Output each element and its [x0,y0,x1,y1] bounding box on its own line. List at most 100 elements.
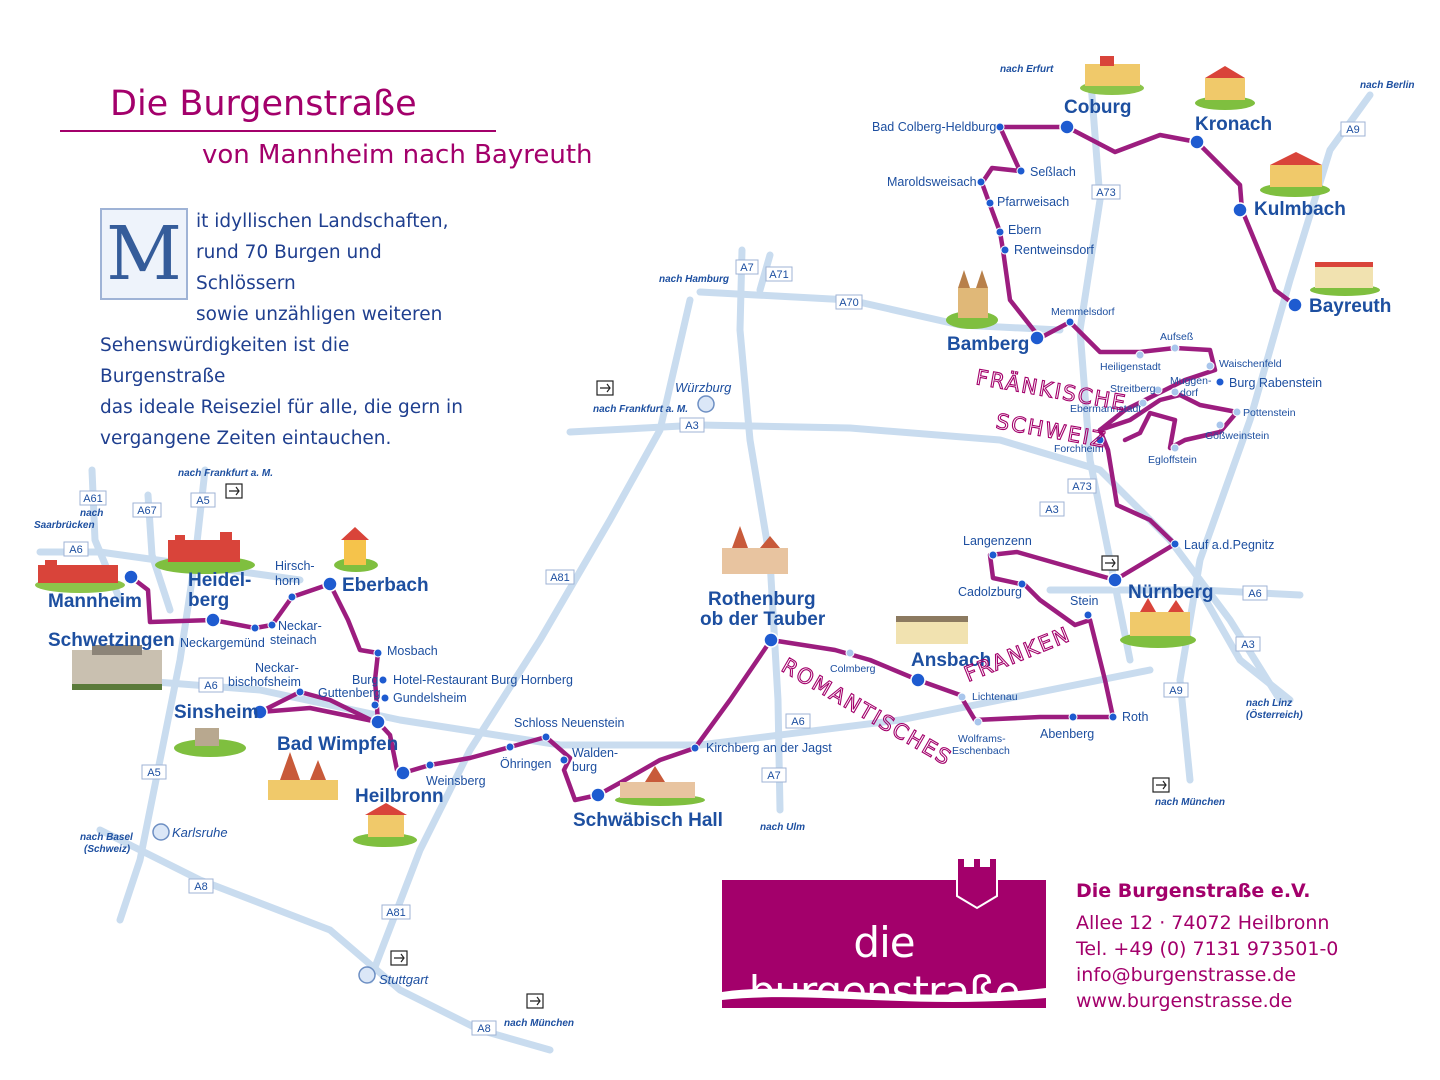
stop-sinsheim[interactable] [252,704,268,720]
stop-heidelberg[interactable] [205,612,221,628]
stop-sesslach[interactable] [1016,166,1026,176]
stop-egloffstein[interactable] [1170,443,1180,453]
major-stops [123,119,1303,803]
place-labels: Neckargemünd Hirsch- horn Neckar- steina… [180,120,1322,788]
stop-stein[interactable] [1083,610,1093,620]
stop-mannheim[interactable] [123,569,139,585]
contact-website[interactable]: www.burgenstrasse.de [1076,990,1293,1012]
stop-burg-rabenstein[interactable] [1215,377,1225,387]
stop-bad-wimpfen[interactable] [370,714,386,730]
stop-abenberg[interactable] [1068,712,1078,722]
road-a9 [1176,91,1374,784]
stop-roth[interactable] [1108,712,1118,722]
shield-a6-sinsheim: A6 [198,677,224,693]
stop-nuernberg[interactable] [1107,572,1123,588]
stop-hirschhorn[interactable] [287,592,297,602]
stop-streitberg[interactable] [1153,385,1163,395]
stop-maroldsweisach[interactable] [976,177,986,187]
stop-kirchberg[interactable] [690,743,700,753]
stop-aufsess[interactable] [1170,343,1180,353]
castle-mannheim-icon [35,560,125,593]
shield-a8-west: A8 [188,878,214,894]
stop-neuenstein[interactable] [541,732,551,742]
label-kronach: Kronach [1195,114,1272,135]
stop-muggendorf[interactable] [1170,387,1180,397]
stop-neckargemuend[interactable] [250,623,260,633]
stop-eberbach[interactable] [322,576,338,592]
highway-shields: A61 A67 A6 A5 A6 A5 A8 A81 A81 A8 A7 A71… [63,121,1366,1036]
route-segment-fraenkische [1097,392,1240,451]
svg-text:A8: A8 [477,1023,490,1035]
stop-kronach[interactable] [1189,134,1205,150]
stop-waldenburg[interactable] [559,755,569,765]
label-pottenstein: Pottenstein [1243,407,1296,419]
svg-text:A7: A7 [740,262,753,274]
dir-saarbruecken-2: Saarbrücken [34,520,95,531]
stop-lichtenau[interactable] [957,692,967,702]
shield-a3-mid: A3 [1039,501,1065,517]
contact-phone[interactable]: Tel. +49 (0) 7131 973501-0 [1076,938,1339,960]
label-hornberg: Hotel-Restaurant Burg Hornberg [393,673,573,687]
stop-guttenberg[interactable] [370,700,380,710]
label-waldenburg-1: Walden- [572,746,618,760]
label-sinsheim: Sinsheim [174,702,258,723]
stop-memmelsdorf[interactable] [1065,317,1075,327]
label-rothenburg-2: ob der Tauber [700,609,826,630]
burgenstrasse-logo[interactable]: die burgenstraße [722,880,1046,1016]
stop-gundelsheim[interactable] [380,693,390,703]
stop-schwaebisch-hall[interactable] [590,787,606,803]
shield-a73-north: A73 [1091,184,1121,200]
city-karlsruhe-marker[interactable] [152,823,170,841]
dir-basel-2: (Schweiz) [84,844,131,855]
stop-bamberg[interactable] [1029,330,1045,346]
svg-text:A5: A5 [196,495,209,507]
label-ebermannstadt: Ebermannstadt [1070,403,1141,415]
stop-rothenburg[interactable] [763,632,779,648]
shield-a81-north: A81 [545,569,575,585]
stop-burg-hornberg[interactable] [378,675,388,685]
stop-goessweinstein[interactable] [1215,420,1225,430]
city-stuttgart-marker[interactable] [358,966,376,984]
stop-ebern[interactable] [995,227,1005,237]
shield-a61: A61 [79,490,107,506]
stop-oehringen[interactable] [505,742,515,752]
stop-wolframs-eschenbach[interactable] [973,717,983,727]
stop-bayreuth[interactable] [1287,297,1303,313]
airport-icon [1101,555,1119,571]
dir-ulm: nach Ulm [760,822,805,833]
castle-heilbronn-icon [353,803,417,847]
shield-a9-south: A9 [1163,682,1189,698]
svg-text:A6: A6 [204,680,217,692]
stop-neckarbischofsheim[interactable] [295,687,305,697]
stop-neckarsteinach[interactable] [267,620,277,630]
stop-coburg[interactable] [1059,119,1075,135]
stop-lauf[interactable] [1170,539,1180,549]
stop-heiligenstadt[interactable] [1135,350,1145,360]
stop-ansbach[interactable] [910,672,926,688]
stop-weinsberg[interactable] [425,760,435,770]
stop-waischenfeld[interactable] [1205,361,1215,371]
shield-a67: A67 [132,502,162,518]
stop-forchheim[interactable] [1095,435,1105,445]
airport-icon [596,380,614,396]
stop-heilbronn[interactable] [395,765,411,781]
stop-kulmbach[interactable] [1232,202,1248,218]
stop-cadolzburg[interactable] [1017,579,1027,589]
stop-rentweinsdorf[interactable] [1000,245,1010,255]
direction-labels: nach Saarbrücken nach Frankfurt a. M. na… [34,64,1414,1029]
city-wuerzburg-marker[interactable] [697,395,715,413]
stop-langenzenn[interactable] [988,550,998,560]
label-muggendorf-1: Muggen- [1170,375,1212,387]
stop-bad-colberg[interactable] [995,122,1005,132]
svg-text:A9: A9 [1169,685,1182,697]
intro-line: vergangene Zeiten eintauchen. [100,428,392,449]
contact-email[interactable]: info@burgenstrasse.de [1076,964,1297,986]
stop-pottenstein[interactable] [1232,407,1242,417]
stop-ebermannstadt[interactable] [1138,398,1148,408]
stop-mosbach[interactable] [373,648,383,658]
label-neckargemuend: Neckargemünd [180,636,265,650]
stop-pfarrweisach[interactable] [985,198,995,208]
road-a3 [566,421,1284,704]
road-a70 [696,288,1064,334]
stop-colmberg[interactable] [845,648,855,658]
